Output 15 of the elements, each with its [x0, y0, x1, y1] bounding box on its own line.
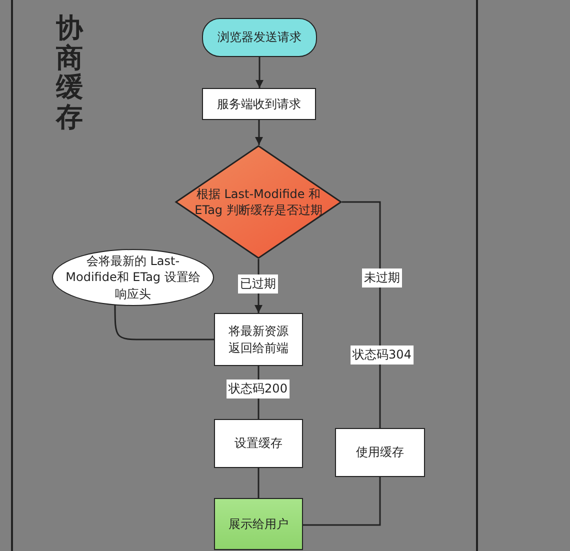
process-box: 设置缓存 — [214, 419, 303, 468]
process-box: 将最新资源返回给前端 — [214, 313, 303, 366]
edge-label: 已过期 — [238, 274, 278, 294]
connector-arrow — [256, 57, 264, 88]
process-box: 使用缓存 — [335, 428, 425, 477]
decision-diamond: 根据 Last-Modifide 和 ETag 判断缓存是否过期 — [175, 145, 342, 259]
note-ellipse: 会将最新的 Last-Modifide和 ETag 设置给响应头 — [52, 249, 214, 306]
edge-label: 未过期 — [362, 268, 402, 288]
edge-label: 状态码200 — [226, 380, 290, 398]
title: 协商缓存 — [56, 14, 83, 133]
process-box: 服务端收到请求 — [202, 88, 316, 120]
start-terminal: 浏览器发送请求 — [202, 18, 317, 57]
end-box: 展示给用户 — [214, 498, 303, 550]
status-label: 状态码304 — [350, 346, 414, 364]
connector-arrow — [255, 120, 263, 145]
